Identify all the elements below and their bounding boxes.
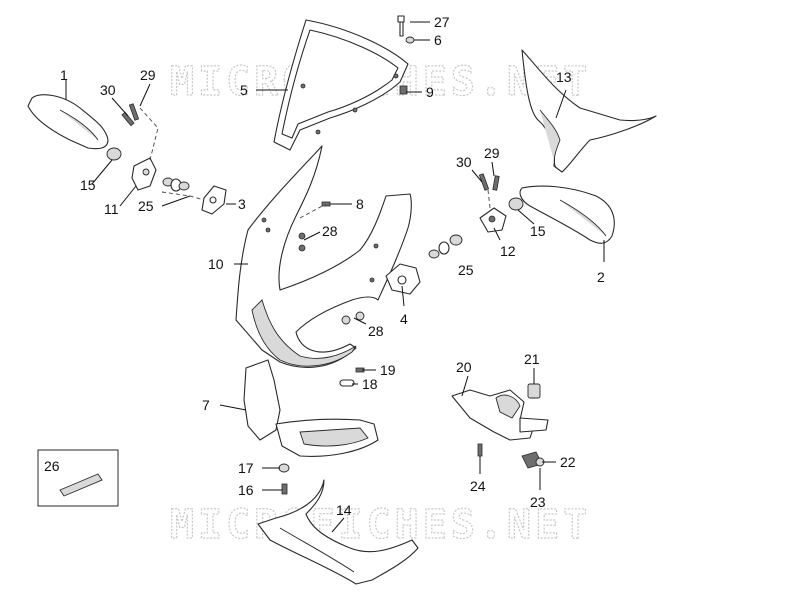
right-mirror-bracket-part [479, 207, 507, 233]
callout-15-left: 15 [80, 177, 96, 193]
callout-5: 5 [240, 82, 248, 98]
screw-24-part [477, 443, 483, 457]
callout-29-left: 29 [140, 67, 156, 83]
front-fairing-part [235, 145, 412, 368]
left-spacers-part [162, 177, 190, 192]
callout-30-left: 30 [100, 82, 116, 98]
right-screws-part [478, 173, 500, 191]
pin-18-part [339, 379, 355, 387]
callout-14: 14 [336, 502, 352, 518]
lower-bushes-part [341, 311, 365, 325]
callout-28-upper: 28 [322, 223, 338, 239]
callout-22: 22 [560, 454, 576, 470]
screw-16-part [281, 483, 288, 495]
nut-9-part [399, 85, 408, 95]
callout-24: 24 [470, 478, 486, 494]
left-mirror-bracket-part [131, 157, 157, 191]
callout-9: 9 [426, 84, 434, 100]
callout-7: 7 [202, 397, 210, 413]
leader-lines [65, 21, 605, 533]
rubber-21-part [527, 383, 541, 399]
left-screws-part [121, 103, 140, 127]
callout-4: 4 [400, 311, 408, 327]
callout-30-right: 30 [456, 154, 472, 170]
callout-13: 13 [556, 69, 572, 85]
callout-10: 10 [208, 256, 224, 272]
lower-belly-pan-part [257, 479, 419, 585]
callout-17: 17 [238, 460, 254, 476]
callout-29-right: 29 [484, 145, 500, 161]
screw-27-part [397, 15, 405, 37]
support-bracket-part [451, 389, 549, 441]
adhesive-strip-box [37, 449, 119, 507]
left-mirror-part [27, 94, 109, 150]
left-lower-bracket-part [243, 359, 379, 457]
callout-1: 1 [60, 67, 68, 83]
left-gasket-part [201, 185, 227, 215]
callout-labels: 1 2 3 4 5 6 7 8 9 10 11 12 13 14 15 15 1… [44, 14, 605, 518]
callout-19: 19 [380, 362, 396, 378]
left-mirror-pad-part [106, 147, 122, 161]
callout-25-right: 25 [458, 262, 474, 278]
washer-17-part [278, 463, 290, 473]
callout-21: 21 [524, 351, 540, 367]
right-gasket-part [385, 263, 421, 295]
windscreen-part [273, 19, 409, 151]
callout-28-lower: 28 [368, 323, 384, 339]
right-trim-cover-part [521, 49, 657, 173]
washer-6-part [405, 36, 415, 44]
callout-3: 3 [238, 196, 246, 212]
right-mirror-pad-part [508, 197, 524, 211]
callout-6: 6 [434, 32, 442, 48]
callout-8: 8 [356, 196, 364, 212]
callout-18: 18 [362, 376, 378, 392]
right-mirror-part [519, 185, 615, 244]
callout-15-right: 15 [530, 223, 546, 239]
callout-12: 12 [500, 243, 516, 259]
callout-23: 23 [530, 494, 546, 510]
callout-26: 26 [44, 458, 60, 474]
callout-2: 2 [597, 269, 605, 285]
callout-16: 16 [238, 482, 254, 498]
callout-25-left: 25 [138, 198, 154, 214]
watermark-bottom: MICROFICHES.NET [170, 502, 591, 548]
callout-11: 11 [104, 201, 119, 217]
right-spacers-part [428, 234, 463, 259]
callout-27: 27 [434, 14, 450, 30]
callout-20: 20 [456, 359, 472, 375]
